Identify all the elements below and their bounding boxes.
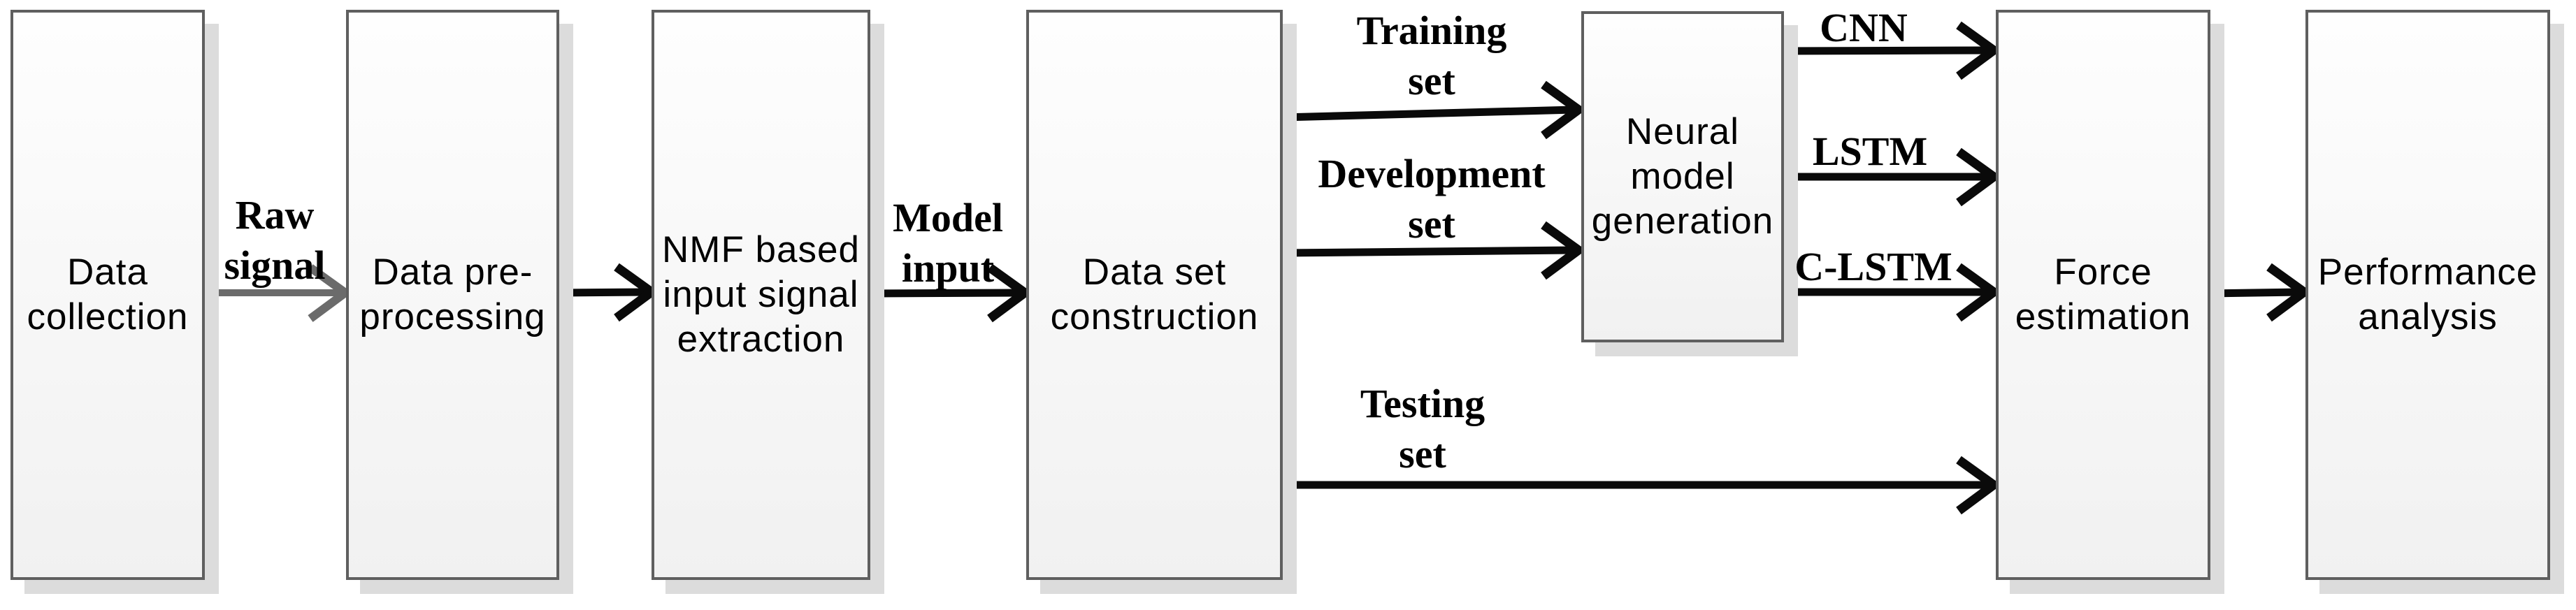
label-line: signal xyxy=(224,242,326,288)
box-nmf-extraction: NMF based input signal extraction xyxy=(652,10,870,580)
box-performance-analysis-label: Performance analysis xyxy=(2318,250,2538,340)
label-raw-signal: Raw signal xyxy=(224,190,325,291)
box-label-line: analysis xyxy=(2358,296,2498,337)
box-label-line: processing xyxy=(359,296,546,337)
box-data-collection: Data collection xyxy=(10,10,205,580)
label-line: set xyxy=(1399,431,1446,477)
label-line: Training xyxy=(1356,8,1507,53)
box-neural-model-generation-label: Neural model generation xyxy=(1592,110,1773,244)
label-line: LSTM xyxy=(1812,129,1928,174)
box-performance-analysis: Performance analysis xyxy=(2305,10,2550,580)
box-label-line: model xyxy=(1630,156,1735,197)
force-to-performance-arrow xyxy=(2210,263,2312,322)
label-training-set: Training set xyxy=(1357,6,1507,106)
box-label-line: Data xyxy=(67,252,148,293)
box-data-set-construction-label: Data set construction xyxy=(1051,250,1259,340)
box-force-estimation-label: Force estimation xyxy=(2015,250,2192,340)
box-data-pre-processing-label: Data pre- processing xyxy=(359,250,545,340)
label-lstm: LSTM xyxy=(1813,126,1927,177)
box-label-line: extraction xyxy=(677,319,845,360)
label-line: Raw xyxy=(235,192,315,238)
label-line: Testing xyxy=(1360,381,1485,426)
label-line: C-LSTM xyxy=(1794,244,1952,289)
box-label-line: NMF based xyxy=(662,229,860,270)
box-nmf-extraction-label: NMF based input signal extraction xyxy=(662,228,860,362)
box-label-line: Data pre- xyxy=(372,252,533,293)
box-label-line: Performance xyxy=(2317,252,2538,293)
box-label-line: collection xyxy=(27,296,189,337)
box-force-estimation: Force estimation xyxy=(1996,10,2210,580)
label-line: Development xyxy=(1318,151,1546,196)
label-line: Model xyxy=(893,195,1003,240)
box-label-line: generation xyxy=(1591,201,1774,242)
box-data-set-construction: Data set construction xyxy=(1026,10,1283,580)
label-testing-set: Testing set xyxy=(1360,379,1485,479)
label-line: input xyxy=(901,245,995,291)
label-cnn: CNN xyxy=(1820,3,1908,53)
box-data-pre-processing: Data pre- processing xyxy=(346,10,559,580)
preprocess-to-nmf-arrow xyxy=(559,263,660,322)
label-line: set xyxy=(1408,201,1455,247)
box-neural-model-generation: Neural model generation xyxy=(1581,11,1784,342)
label-model-input: Model input xyxy=(893,193,1003,293)
box-label-line: Data set xyxy=(1082,252,1227,293)
box-label-line: Neural xyxy=(1625,111,1740,152)
box-label-line: input signal xyxy=(663,274,859,315)
label-development-set: Development set xyxy=(1318,149,1545,249)
box-label-line: Force xyxy=(2054,252,2152,293)
label-line: CNN xyxy=(1820,5,1908,50)
label-line: set xyxy=(1408,58,1455,103)
box-data-collection-label: Data collection xyxy=(27,250,189,340)
label-c-lstm: C-LSTM xyxy=(1794,242,1952,292)
box-label-line: construction xyxy=(1050,296,1259,337)
box-label-line: estimation xyxy=(2015,296,2192,337)
